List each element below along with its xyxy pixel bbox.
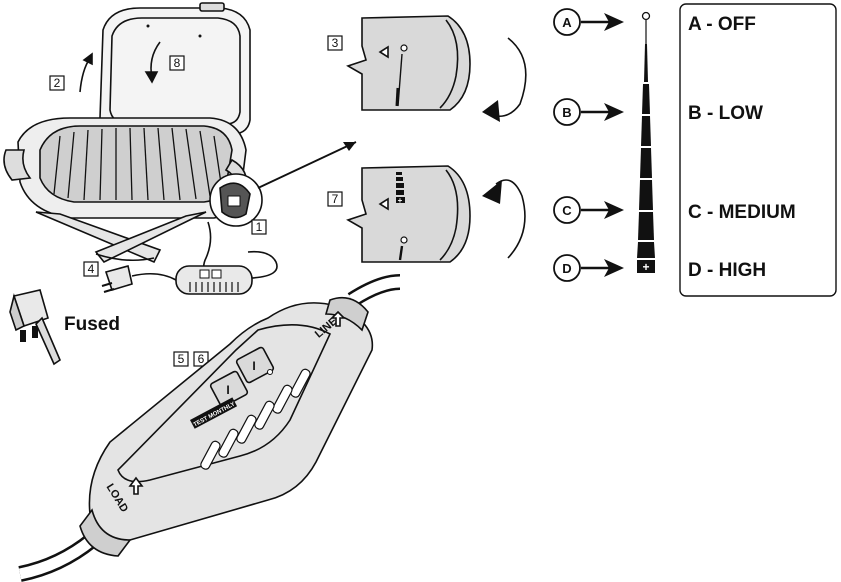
marker-c: C [553,196,624,224]
heat-scale: + [637,11,655,274]
step-7-box: 7 [327,191,343,207]
small-rcd-unit [175,265,253,295]
svg-text:5: 5 [178,352,185,366]
rcd-test-button[interactable]: I [209,370,249,408]
svg-text:I: I [226,383,229,397]
legend-low: B - LOW [688,103,763,124]
large-rcd-unit: LINE LOAD I I TEST MONTHLY [18,274,401,582]
svg-text:4: 4 [88,262,95,276]
step-8-box: 8 [169,55,185,71]
svg-text:C: C [562,203,572,218]
fused-plug-icon [9,289,61,366]
step-5-box: 5 [173,351,189,367]
svg-text:3: 3 [332,36,339,50]
marker-b: B [553,98,624,126]
legend-off: A - OFF [688,14,756,35]
grill-illustration [3,2,357,283]
knob-panel-off [346,15,471,111]
heat-settings-legend: A - OFF B - LOW C - MEDIUM D - HIGH [679,3,837,297]
svg-text:2: 2 [54,76,61,90]
svg-text:A: A [562,15,572,30]
legend-medium: C - MEDIUM [688,202,796,223]
rcd-grip-ribs [200,368,311,470]
fused-label: Fused [64,314,120,335]
legend-high: D - HIGH [688,260,766,281]
marker-d: D [553,254,624,282]
marker-a: A [553,8,624,36]
step-6-box: 6 [193,351,209,367]
rotate-counterclockwise-arrow [482,179,526,259]
euro-plug-icon [101,265,133,293]
step-3-box: 3 [327,35,343,51]
svg-text:1: 1 [256,220,263,234]
step-4-box: 4 [83,261,99,277]
svg-text:8: 8 [174,56,181,70]
knob-plus-mark: + [398,196,403,205]
svg-text:7: 7 [332,192,339,206]
step-2-box: 2 [49,75,65,91]
svg-text:D: D [562,261,571,276]
knob-panel-high: + [346,165,471,263]
rotate-clockwise-arrow [482,37,527,122]
svg-text:6: 6 [198,352,205,366]
rcd-reset-button[interactable]: I [235,346,275,384]
cooking-grate-bars [53,127,223,201]
scale-plus-mark: + [642,260,649,274]
svg-text:I: I [252,359,255,373]
svg-text:B: B [562,105,571,120]
step-1-box: 1 [251,219,267,235]
